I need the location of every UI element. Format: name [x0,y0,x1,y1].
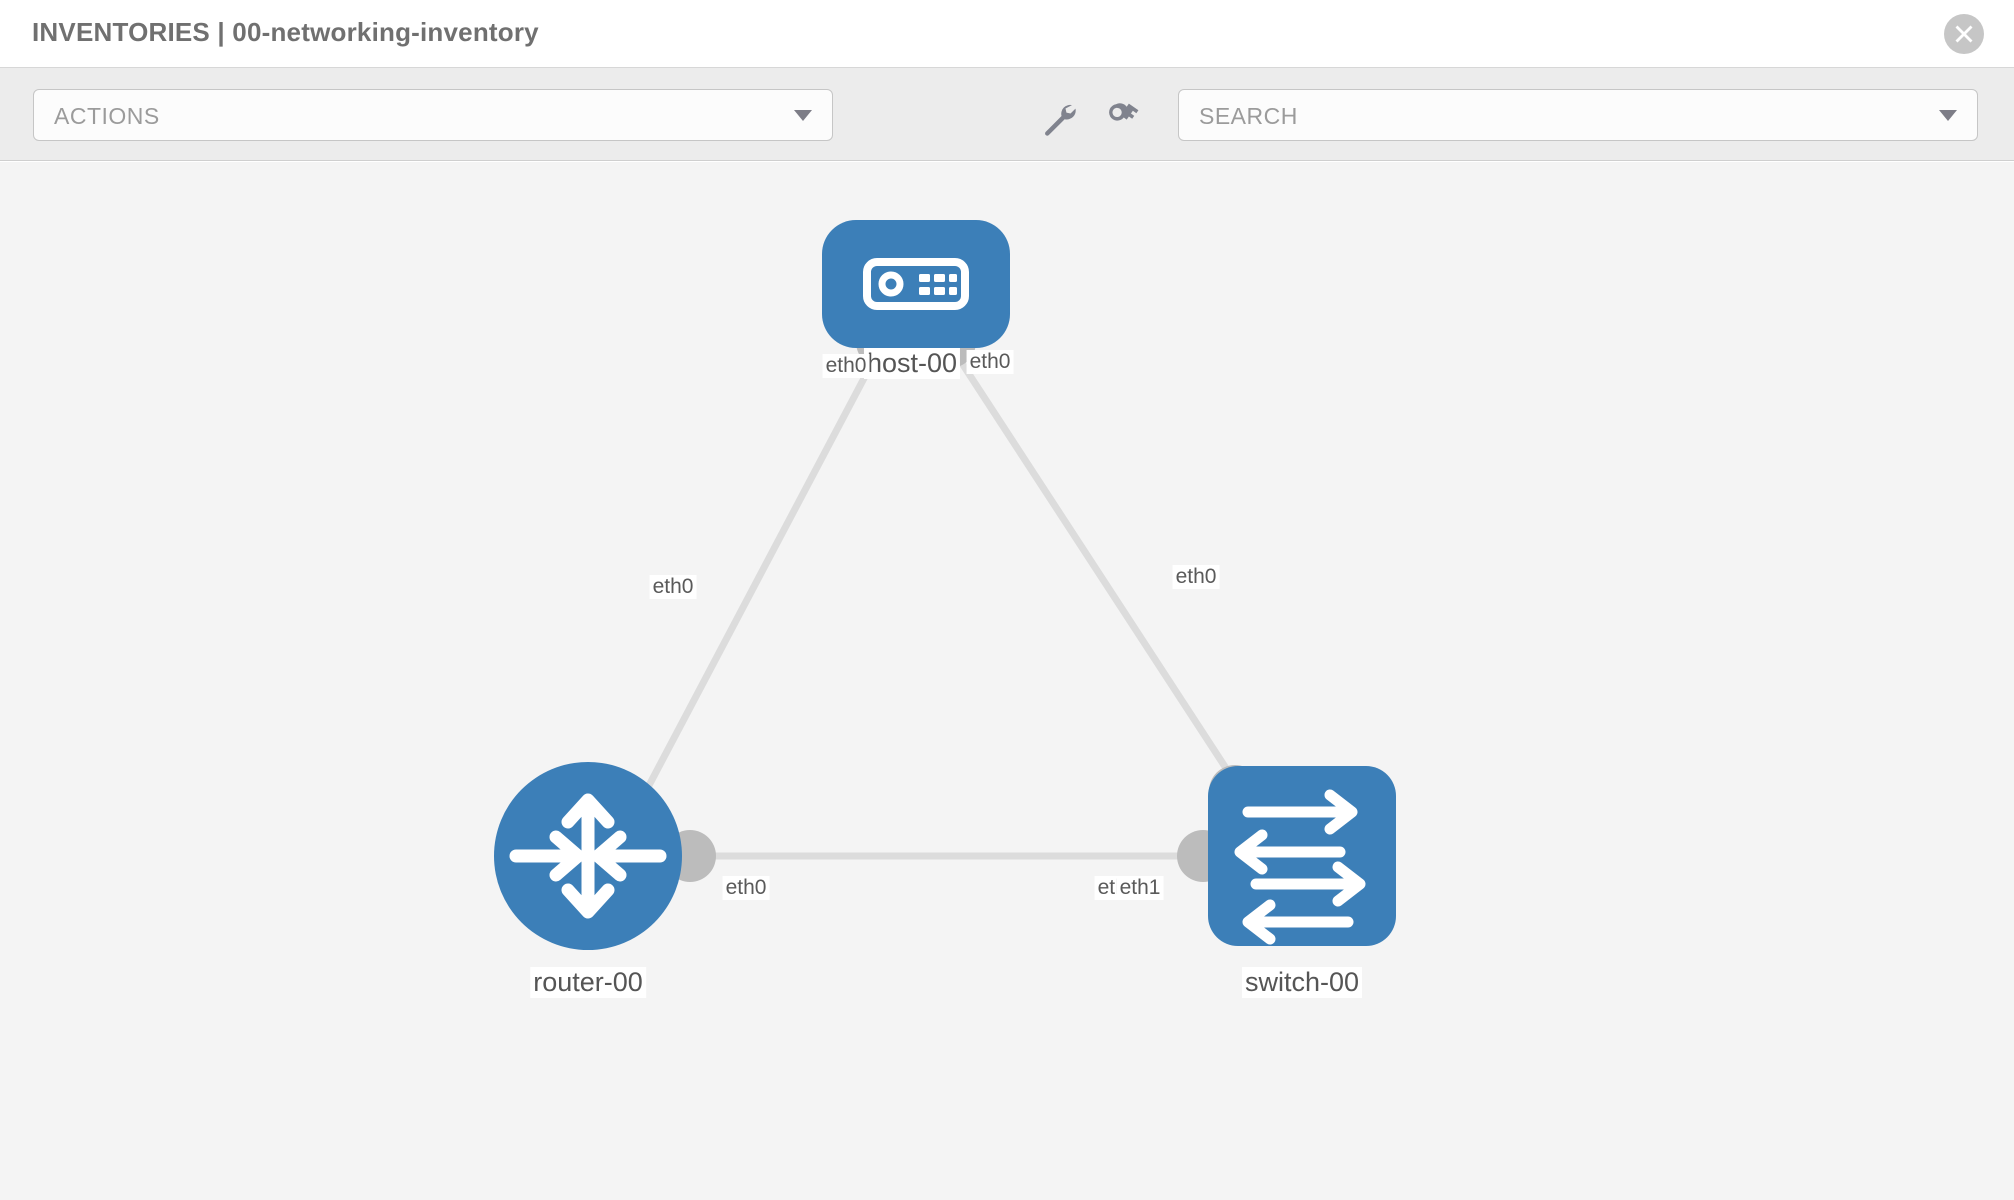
edge-label-switch00-eth1-trunk: eth1 [1116,876,1164,900]
edge-label-router00-eth0-trunk: eth0 [722,876,770,900]
page-header: INVENTORIES | 00-networking-inventory [0,0,2014,68]
node-label-router-00: router-00 [530,967,646,998]
node-switch-00 [1208,766,1396,946]
node-label-host-00: host-00 [863,348,961,379]
toolbar: ACTIONS SEARCH [0,68,2014,161]
chevron-down-icon[interactable] [1939,110,1957,121]
node-label-switch-00: switch-00 [1241,967,1363,998]
actions-dropdown-label: ACTIONS [54,103,160,129]
edge-host00-switch00 [949,346,1251,804]
actions-dropdown[interactable]: ACTIONS [33,89,833,141]
topology-graph [494,220,1396,950]
edge-label-host00-eth0-right: eth0 [966,350,1014,374]
swap-arrows-icon [1234,789,1366,945]
page-title: INVENTORIES | 00-networking-inventory [32,17,539,47]
edge-host00-router00 [632,346,884,812]
edge-label-switch00-eth0-uplink: eth0 [1172,565,1220,589]
edge-label-router00-eth0-uplink: eth0 [649,575,697,599]
node-router-00 [494,762,682,950]
wrench-icon[interactable] [1040,98,1078,136]
topology-edges [632,346,1251,860]
node-host-00 [822,220,1010,348]
four-arrows-icon [509,793,667,919]
search-input[interactable]: SEARCH [1178,89,1978,141]
edge-label-host00-eth0-left: eth0 [822,354,870,378]
search-placeholder: SEARCH [1199,103,1298,129]
close-icon[interactable] [1944,14,1984,54]
topology-connectors [664,316,1261,882]
server-icon [863,258,969,310]
topology-canvas[interactable]: host-00 router-00 switch-00 eth0 eth0 et… [0,162,2014,1200]
key-icon[interactable] [1105,98,1143,136]
chevron-down-icon [794,110,812,121]
